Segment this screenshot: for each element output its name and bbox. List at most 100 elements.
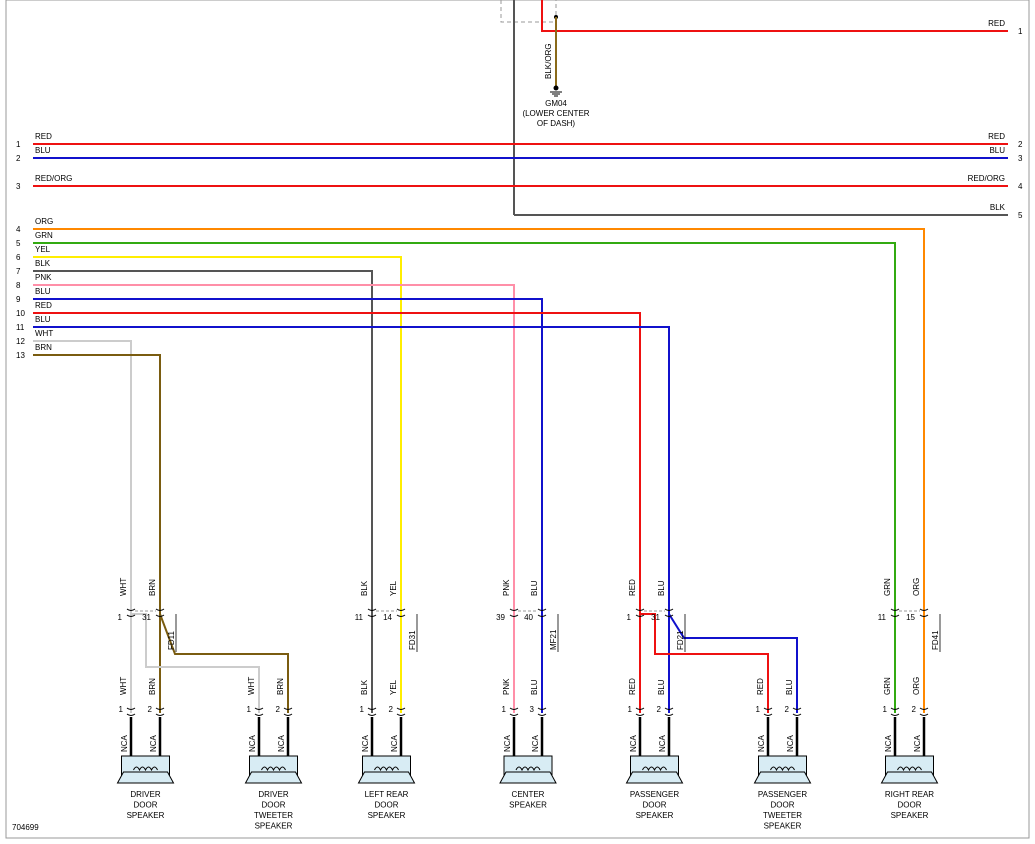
left-wire-label: BLU <box>35 287 51 296</box>
speaker-wire1-label: WHT <box>247 677 256 695</box>
speaker-nca2: NCA <box>149 734 158 752</box>
left-wire-label: WHT <box>35 329 53 338</box>
plug-symbol <box>396 707 406 716</box>
left-wire <box>33 326 670 713</box>
speaker-pin2: 2 <box>657 705 662 714</box>
plug-symbol <box>664 707 674 716</box>
top-red-label: RED <box>988 19 1005 28</box>
connector-pin2: 31 <box>142 613 151 622</box>
speaker-wire2-label: ORG <box>912 677 921 695</box>
speaker-pin2: 2 <box>148 705 153 714</box>
connector-name: FD11 <box>167 630 176 650</box>
branch-wire <box>668 613 798 713</box>
speaker-name-line: DOOR <box>262 801 286 810</box>
connector-name: MF21 <box>549 629 558 650</box>
left-wire-pin: 8 <box>16 281 21 290</box>
plug-symbol <box>367 707 377 716</box>
speaker-wire1-label: RED <box>628 678 637 695</box>
speaker-nca2: NCA <box>786 734 795 752</box>
plug-symbol <box>635 608 645 617</box>
speaker-nca1: NCA <box>757 734 766 752</box>
speaker-nca2: NCA <box>390 734 399 752</box>
bus-pin-left: 2 <box>16 154 21 163</box>
speaker-pin1: 1 <box>756 705 761 714</box>
speaker-name-line: SPEAKER <box>368 811 406 820</box>
bus-pin-right: 2 <box>1018 140 1023 149</box>
left-wire-pin: 7 <box>16 267 21 276</box>
speaker-nca2: NCA <box>277 734 286 752</box>
left-wire-pin: 10 <box>16 309 25 318</box>
speaker-cone <box>244 771 303 784</box>
speaker-coil <box>374 766 399 772</box>
speaker-wire1-label: WHT <box>119 677 128 695</box>
connector-wire1-label: PNK <box>502 579 511 596</box>
plug-symbol <box>890 707 900 716</box>
plug-symbol <box>509 608 519 617</box>
speaker-name-line: TWEETER <box>254 811 293 820</box>
plug-symbol <box>283 707 293 716</box>
ground-location-line2: OF DASH) <box>537 119 576 128</box>
speaker-pin1: 1 <box>247 705 252 714</box>
speaker-name-line: RIGHT REAR <box>885 790 934 799</box>
speaker-pin1: 1 <box>119 705 124 714</box>
speaker-wire1-label: BLK <box>360 679 369 695</box>
connector-wire2-label: BLU <box>530 580 539 596</box>
top-connector-outline <box>500 0 557 23</box>
connector-wire2-label: BRN <box>148 579 157 596</box>
speaker-name-line: SPEAKER <box>127 811 165 820</box>
speaker-name-line: SPEAKER <box>255 822 293 831</box>
blk-right-pin: 5 <box>1018 211 1023 220</box>
speaker-name-line: DOOR <box>771 801 795 810</box>
left-wire <box>33 270 373 713</box>
speaker-nca1: NCA <box>503 734 512 752</box>
speaker-name-line: DOOR <box>898 801 922 810</box>
left-wire-label: BLU <box>35 315 51 324</box>
left-wire-pin: 9 <box>16 295 21 304</box>
speaker-pin1: 1 <box>883 705 888 714</box>
connector-wire1-label: GRN <box>883 578 892 596</box>
connector-wire1-label: RED <box>628 579 637 596</box>
left-wire-label: YEL <box>35 245 51 254</box>
bus-label-right: RED/ORG <box>968 174 1005 183</box>
speaker-wire2-label: BLU <box>785 679 794 695</box>
plug-symbol <box>155 608 165 617</box>
speaker-name-line: LEFT REAR <box>365 790 409 799</box>
plug-symbol <box>537 707 547 716</box>
plug-symbol <box>254 707 264 716</box>
connector-name: FD31 <box>408 630 417 650</box>
left-wire-label: RED <box>35 301 52 310</box>
speaker-name-line: DOOR <box>375 801 399 810</box>
connector-pin2: 14 <box>383 613 392 622</box>
speaker-pin2: 2 <box>389 705 394 714</box>
connector-pin1: 39 <box>496 613 505 622</box>
left-wire-label: BRN <box>35 343 52 352</box>
bus-pin-right: 4 <box>1018 182 1023 191</box>
top-red-wire <box>541 0 1008 32</box>
left-wire-label: BLK <box>35 259 51 268</box>
speaker-cone <box>880 771 939 784</box>
speaker-name-line: DRIVER <box>258 790 288 799</box>
blk-right-label: BLK <box>990 203 1006 212</box>
speaker-cone <box>625 771 684 784</box>
speaker-name-line: DOOR <box>134 801 158 810</box>
speaker-coil <box>133 766 158 772</box>
speaker-pin2: 2 <box>785 705 790 714</box>
speaker-cone <box>357 771 416 784</box>
bus-pin-left: 1 <box>16 140 21 149</box>
speaker-nca2: NCA <box>658 734 667 752</box>
speaker-wire2-label: BLU <box>657 679 666 695</box>
connector-wire1-label: BLK <box>360 580 369 596</box>
bus-label-right: RED <box>988 132 1005 141</box>
ground-symbol <box>550 85 562 97</box>
speaker-wire2-label: BRN <box>276 678 285 695</box>
speaker-nca2: NCA <box>913 734 922 752</box>
speaker-name-line: DRIVER <box>130 790 160 799</box>
bus-label-left: RED/ORG <box>35 174 72 183</box>
speaker-pin1: 1 <box>628 705 633 714</box>
speaker-nca1: NCA <box>120 734 129 752</box>
